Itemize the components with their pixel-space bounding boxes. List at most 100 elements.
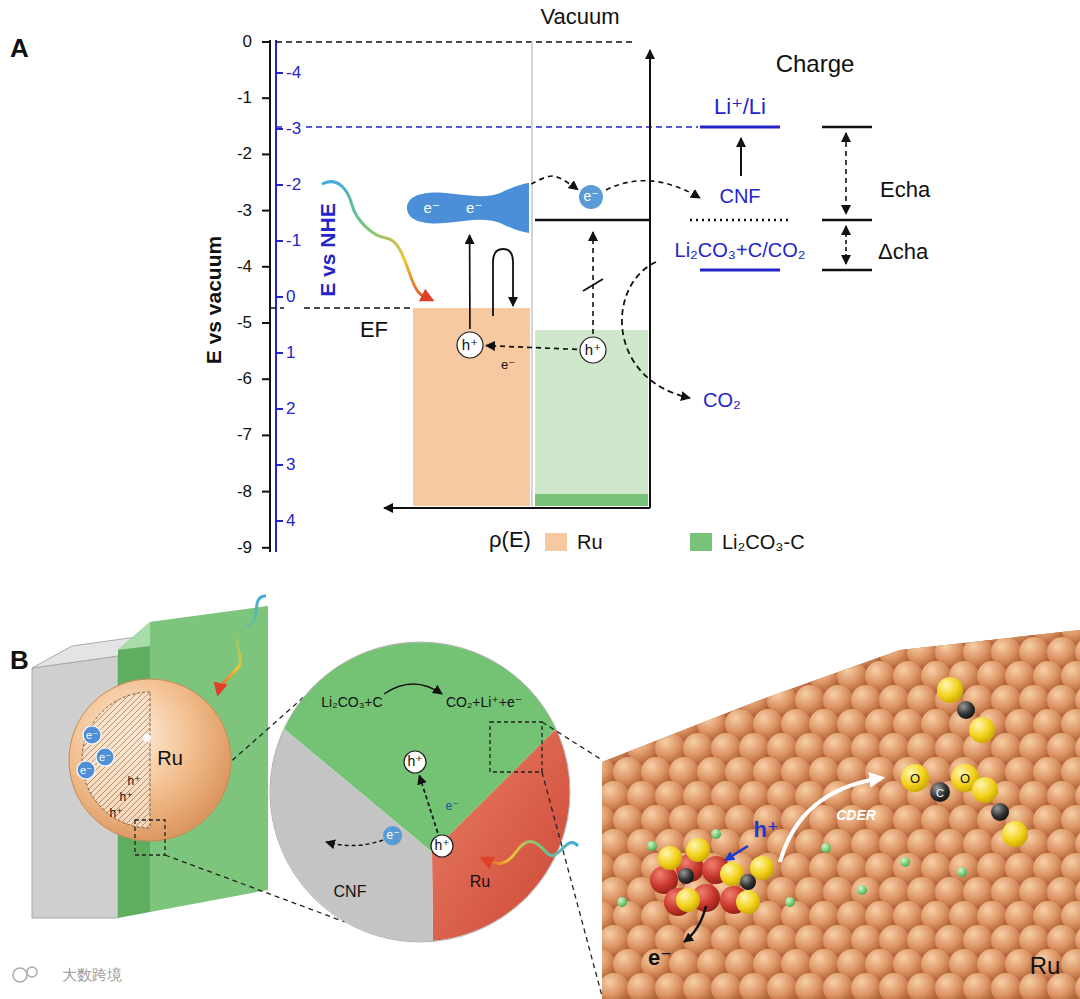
watermark-logo [13,968,27,982]
co2-molecule [969,717,995,743]
material-label: Ru [157,747,183,769]
axis-tick [276,72,283,74]
charge-transfer-arrow [684,778,882,942]
interface-zoom [432,729,570,941]
axis-tick [276,520,283,522]
ru-surface [557,613,1080,999]
ru-atom [753,661,783,691]
hole-circle [580,337,606,363]
interface-zoom [270,729,433,942]
interface-zoom [482,842,578,864]
reference-line [276,126,698,128]
electron-label: e⁻ [583,189,598,204]
process-label: Charge [776,51,855,77]
density-of-states [535,494,648,506]
ru-atom [767,637,797,667]
ru-atom [557,901,587,931]
material-label: Ru [1030,953,1061,979]
lithium-ion [617,897,627,907]
label-anchor: e⁻ [648,946,672,970]
ru-particle-shape [68,678,232,842]
interface-zoom [270,642,602,996]
label-anchor: -7 [237,426,252,445]
hole-label: h⁺ [462,337,478,354]
label-anchor: A [10,34,29,63]
axis-tick-label: -2 [286,176,301,195]
process-label: CDER [836,808,876,823]
reference-line [270,307,413,309]
ru-atom [655,973,685,999]
ru-atom [865,613,895,643]
axis-tick-label: -4 [286,64,301,83]
electron-label: e⁻ [424,200,440,217]
ru-atom [697,661,727,691]
ru-atom [991,973,1021,999]
axis-tick-label: 0 [286,288,295,307]
ru-atom [683,685,713,715]
energy-level [690,219,792,222]
axis-tick-label: -9 [237,538,252,557]
label-anchor: 0 [286,288,295,307]
legend-swatch [690,533,712,551]
ru-atom [879,973,909,999]
ru-atom [585,613,615,643]
watermark: 大数跨境 [62,967,122,984]
ru-atom [711,973,741,999]
lithium-ion [617,829,967,907]
axis-tick [262,547,270,549]
label-anchor: e⁻ [501,356,515,372]
ru-atom [1075,973,1080,999]
co2-molecule [937,677,963,703]
axis-tick [262,322,270,324]
hole-circle [404,751,426,773]
process-arrow [583,279,603,291]
label-anchor: CNF [719,185,760,207]
axis-tick-label: -6 [237,370,252,389]
legend-swatch [545,533,567,551]
axis-tick [276,240,283,242]
axis-tick-label: 3 [286,456,295,475]
axis-tick-label: -1 [237,89,252,108]
axis-tick [262,491,270,493]
axis-title: E vs vacuum [202,236,225,364]
label-anchor: -3 [237,201,252,220]
ru-atom [571,781,601,811]
fermi-level-label: EF [360,318,388,342]
legend-item: Li₂CO₃-C [690,531,805,553]
density-of-states [531,42,533,506]
label-anchor: 1 [286,344,295,363]
ru-atom [809,613,839,643]
flow-arrow [486,346,577,350]
lithium-ion [785,897,795,907]
ru-particle: Rue⁻e⁻e⁻ [68,678,232,842]
label-anchor: -9 [237,538,252,557]
axis-tick-label: 4 [286,512,295,531]
label-anchor: e⁻ [445,797,458,813]
carbonate-molecule [676,888,700,912]
axis-tick-label: 2 [286,400,295,419]
energy-gap-label: Δcha [878,240,928,264]
ru-atom [641,613,671,643]
hole-label: h⁺ [109,807,122,820]
ru-atom [627,973,657,999]
energy-level [700,126,780,129]
reaction-text: Li₂CO₃+C [321,695,382,710]
energy-gap-label: Echa [880,178,930,202]
label-anchor: -4 [286,64,301,83]
electron-label: e⁻ [99,751,111,763]
label-anchor: E vs vacuum [202,236,225,364]
label-anchor: Δcha [878,240,928,264]
label-anchor: B [10,646,29,675]
ru-particle [69,679,231,841]
legend-text: Li₂CO₃-C [722,531,805,553]
ru-atom [557,613,587,643]
flow-arrow [531,176,577,190]
density-of-states [384,507,650,509]
ru-atom [557,613,1080,999]
product-label: CO₂ [703,389,741,411]
panel-letter: B [10,646,29,675]
carbonate-molecule [740,874,756,890]
ru-atom [823,637,853,667]
carbonate-molecule [658,846,682,870]
process-arrow [322,181,700,398]
